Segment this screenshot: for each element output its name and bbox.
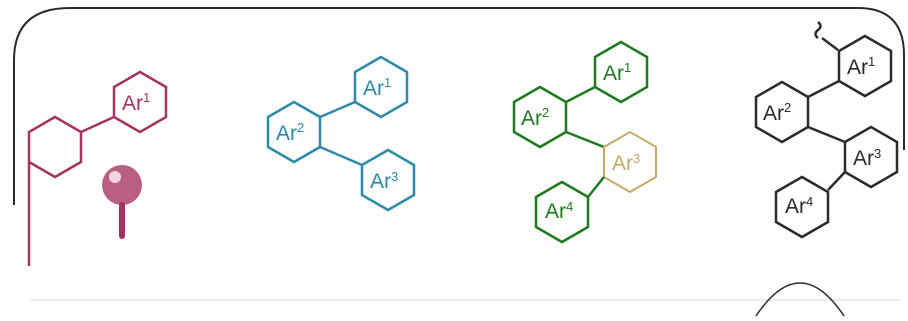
label-ar1-stage1: Ar1 [122,90,150,115]
stage-1-biaryl [27,70,168,266]
ring-ar1-stage2 [353,55,409,119]
ring-ar4-stage4 [774,175,830,239]
label-ar-index-2: 2 [542,105,549,120]
label-ar: Ar [276,122,297,145]
ring-ar1-stage4 [837,34,893,98]
label-ar-index-1: 1 [384,75,391,90]
label-ar-index-1: 1 [868,54,875,69]
label-ar2-stage3: Ar2 [521,105,549,130]
stage-3-quateraryl [512,40,649,244]
bond-ar3-ar4-stage4 [827,171,846,191]
ring-ar1-stage1 [112,70,168,134]
ring-ar1-stage3 [593,40,649,104]
ring-ar3-stage3 [603,130,657,194]
label-ar-index-3: 3 [633,151,640,166]
bond-ar3-ar4-stage3 [587,176,605,198]
bond-attachment-ar1 [821,37,839,51]
bond-ar2-ar3-stage3 [565,130,605,149]
stage-2-teraryl [266,55,416,212]
label-ar: Ar [370,170,391,193]
label-ar1-stage4: Ar1 [847,54,875,79]
label-ar-index-4: 4 [806,194,813,209]
label-ar3-stage4: Ar3 [853,146,881,170]
label-ar-index-3: 3 [391,169,398,184]
label-ar: Ar [847,56,868,79]
label-ar-index-1: 1 [624,60,631,75]
bond-ar1-ar2-stage1 [80,115,115,134]
stage-4-quinqueraryl [754,21,899,239]
catalyst-sphere [102,165,142,239]
catalyst-ball [102,165,142,205]
label-ar: Ar [612,152,633,175]
label-ar: Ar [603,62,624,85]
label-ar: Ar [363,77,384,100]
label-ar: Ar [763,102,784,125]
label-ar-index-4: 4 [566,199,573,214]
label-ar4-stage4: Ar4 [785,194,813,218]
label-ar-index-3: 3 [874,146,881,161]
label-ar1-stage3: Ar1 [603,60,631,85]
label-ar4-stage3: Ar4 [545,199,573,223]
label-ar2-stage4: Ar2 [763,100,791,125]
label-ar-index-2: 2 [784,100,791,115]
ring-ar3-stage4 [843,125,899,189]
label-ar: Ar [521,107,542,130]
label-ar: Ar [545,200,566,223]
label-ar-index-1: 1 [143,90,150,105]
bond-ar1-ar2-stage2 [319,100,356,119]
bond-ar1-ar2-stage3 [565,85,596,104]
ring-ar2-stage1 [27,115,83,179]
label-ar: Ar [122,92,143,115]
wavy-attachment-bond [814,21,822,39]
label-ar3-stage2: Ar3 [370,169,398,193]
label-ar1-stage2: Ar1 [363,75,391,100]
bond-ar2-ar3-stage4 [807,125,846,144]
bond-ar1-ar2-stage4 [807,79,840,99]
label-ar-index-2: 2 [297,120,304,135]
catalyst-highlight [109,171,121,183]
return-arrow-arc [755,282,845,317]
scheme-frame [13,7,905,205]
label-ar: Ar [785,195,806,218]
label-ar2-stage2: Ar2 [276,120,304,145]
label-ar3-stage3: Ar3 [612,151,640,175]
label-ar: Ar [853,147,874,170]
bond-ar2-ar3-stage2 [319,145,363,167]
